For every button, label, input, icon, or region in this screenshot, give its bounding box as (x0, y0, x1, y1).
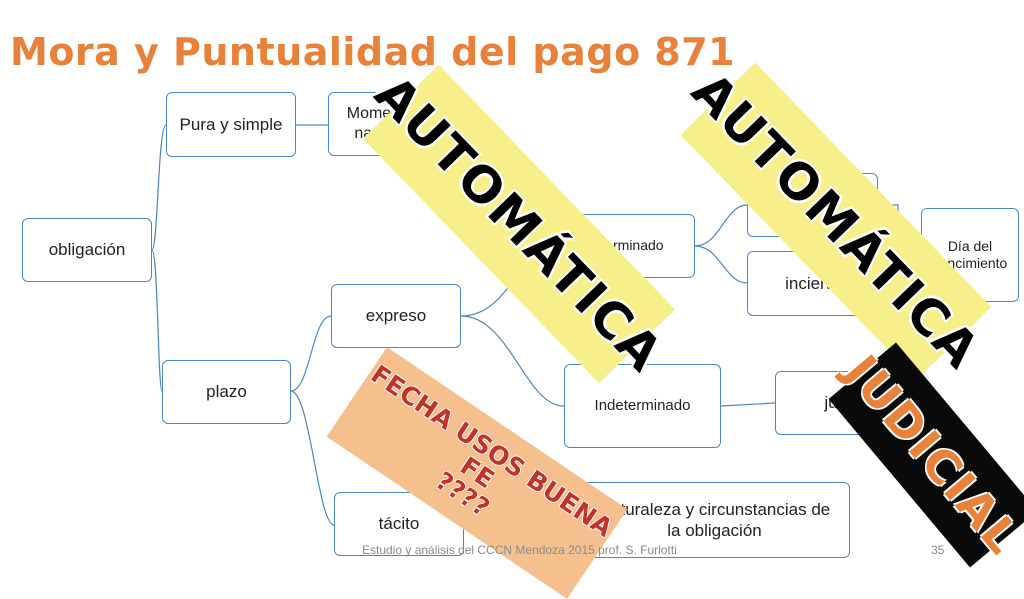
node-plazo: plazo (162, 360, 291, 424)
node-obligacion: obligación (22, 218, 152, 282)
footer-text: Estudio y análisis del CCCN Mendoza 2015… (362, 543, 677, 557)
link-plazo-expreso (290, 315, 332, 392)
link-determinado-incierto (694, 245, 748, 284)
node-expreso: expreso (331, 284, 461, 348)
link-expreso-indeterminado (460, 315, 565, 407)
node-indeterminado: Indeterminado (564, 364, 721, 448)
link-determinado-cierto (694, 204, 748, 247)
link-plazo-tacito (290, 390, 335, 526)
slide-title: Mora y Puntualidad del pago 871 (10, 30, 736, 74)
node-naturaleza: Naturaleza y circunstancias de la obliga… (579, 482, 850, 558)
page-number: 35 (931, 543, 945, 557)
link-indeterminado-juez (720, 402, 776, 407)
node-pura-simple: Pura y simple (166, 92, 296, 157)
link-obligacion-plazo (151, 249, 163, 392)
link-obligacion-pura (151, 124, 167, 251)
